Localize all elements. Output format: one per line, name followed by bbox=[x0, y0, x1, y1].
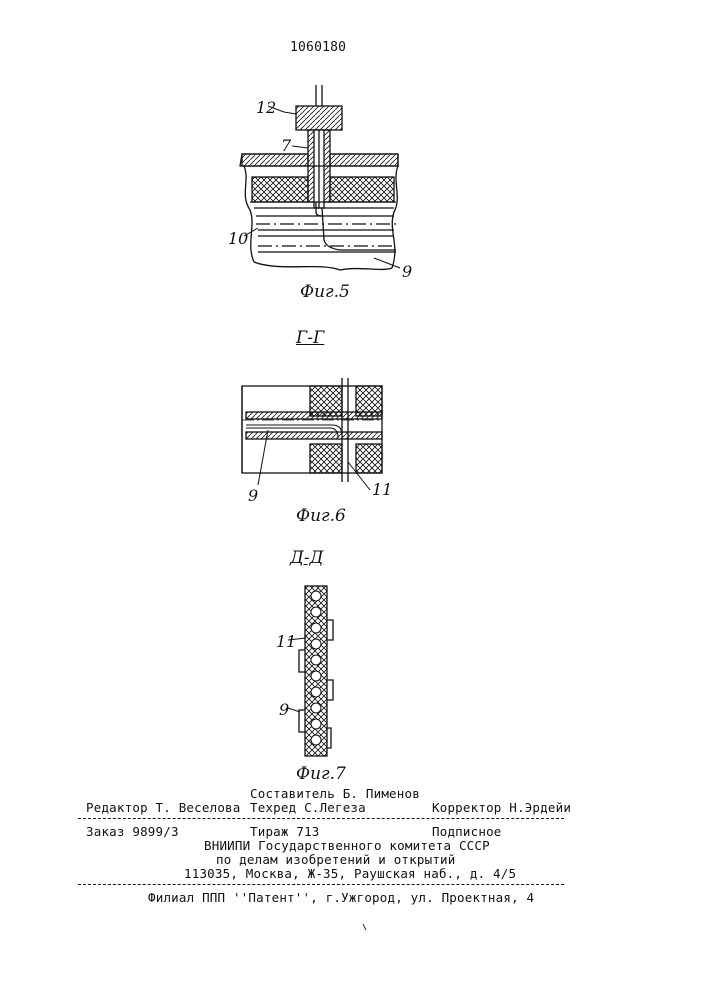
fig7-caption: Фиг.7 bbox=[296, 764, 346, 784]
fig7-section-title: Д-Д bbox=[290, 548, 323, 568]
divider-2 bbox=[78, 884, 564, 885]
fig7-label-9: 9 bbox=[279, 700, 289, 719]
divider-1 bbox=[78, 818, 564, 819]
figure-6-drawing bbox=[242, 378, 382, 490]
colophon-corrector: Корректор Н.Эрдейи bbox=[432, 800, 571, 815]
colophon-org-line1: ВНИИПИ Государственного комитета СССР bbox=[204, 838, 490, 853]
stray-mark bbox=[363, 924, 366, 930]
figure-7-drawing bbox=[288, 586, 333, 756]
colophon-circulation: Тираж 713 bbox=[250, 824, 320, 839]
fig5-label-12: 12 bbox=[256, 98, 276, 117]
fig6-label-11: 11 bbox=[372, 480, 392, 499]
fig6-caption: Фиг.6 bbox=[296, 506, 346, 526]
colophon-editor: Редактор Т. Веселова bbox=[86, 800, 241, 815]
fig5-label-10: 10 bbox=[228, 229, 248, 248]
fig5-caption: Фиг.5 bbox=[300, 282, 350, 302]
fig6-label-9: 9 bbox=[248, 486, 258, 505]
colophon-order: Заказ 9899/3 bbox=[86, 824, 179, 839]
fig7-label-11: 11 bbox=[276, 632, 296, 651]
fig5-label-9: 9 bbox=[402, 262, 412, 281]
fig6-section-title: Г-Г bbox=[296, 328, 324, 348]
fig5-label-7: 7 bbox=[281, 136, 291, 155]
colophon-compiler: Составитель Б. Пименов bbox=[250, 786, 420, 801]
colophon-org-address: 113035, Москва, Ж-35, Раушская наб., д. … bbox=[184, 866, 516, 881]
colophon-techred: Техред С.Легеза bbox=[250, 800, 366, 815]
colophon-org-line2: по делам изобретений и открытий bbox=[216, 852, 456, 867]
colophon-subscription: Подписное bbox=[432, 824, 502, 839]
colophon-branch: Филиал ППП ''Патент'', г.Ужгород, ул. Пр… bbox=[148, 890, 534, 905]
